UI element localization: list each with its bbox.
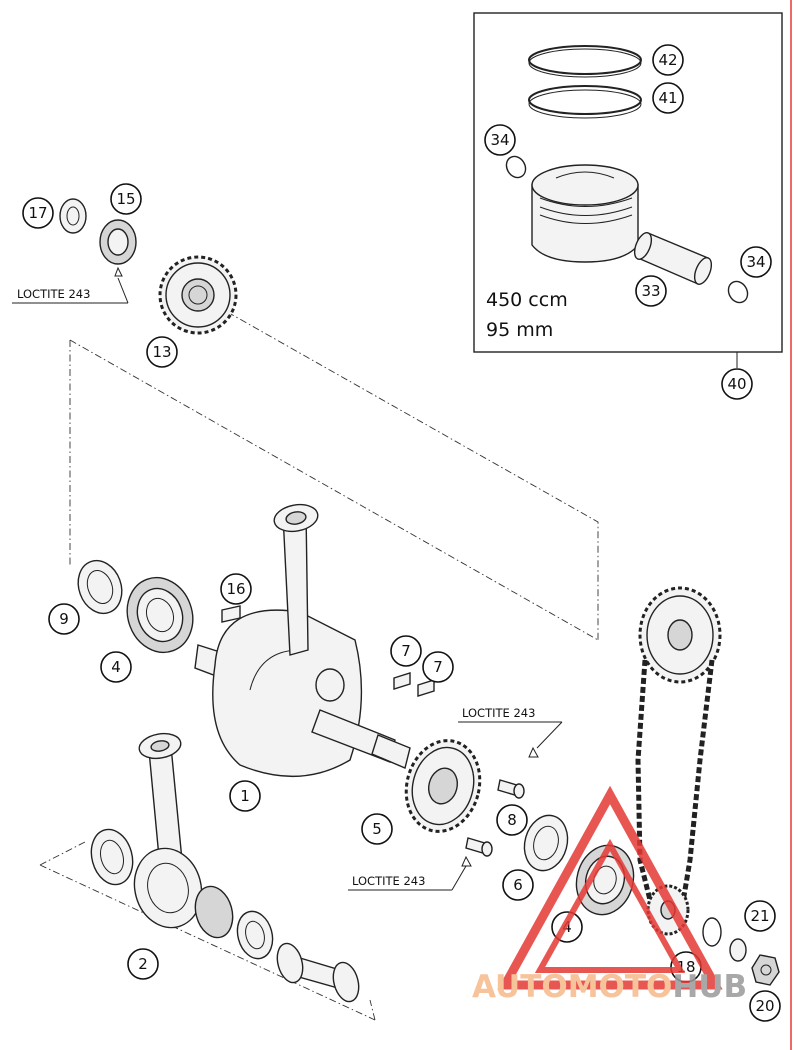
svg-text:41: 41 bbox=[658, 89, 677, 107]
circlip-lower bbox=[727, 280, 749, 304]
dowel-loctite-mid bbox=[528, 746, 539, 758]
callout-2: 2 bbox=[127, 948, 159, 980]
piston-ring-lower bbox=[528, 85, 642, 119]
circlip-upper bbox=[505, 155, 527, 179]
seal-17 bbox=[59, 198, 87, 234]
watermark-text: AUTOMOTOHUB bbox=[472, 969, 747, 1005]
thrust-washer-left bbox=[90, 828, 134, 886]
svg-text:42: 42 bbox=[658, 51, 677, 69]
watermark: AUTOMOTOHUB bbox=[472, 785, 747, 1005]
svg-text:8: 8 bbox=[507, 811, 517, 829]
piston bbox=[531, 164, 639, 263]
svg-text:17: 17 bbox=[28, 204, 47, 222]
woodruff-keys-7 bbox=[393, 672, 435, 697]
svg-text:5: 5 bbox=[372, 820, 382, 838]
svg-text:LOCTITE 243: LOCTITE 243 bbox=[17, 287, 90, 301]
thrust-washer-right bbox=[236, 910, 274, 960]
callout-7-left: 7 bbox=[390, 635, 422, 667]
svg-text:13: 13 bbox=[152, 343, 171, 361]
bolt-8 bbox=[465, 837, 493, 857]
callout-40: 40 bbox=[721, 368, 753, 400]
nut-20 bbox=[751, 954, 780, 986]
callout-16: 16 bbox=[220, 573, 252, 605]
crankshaft bbox=[194, 503, 411, 778]
piston-kit-box: 450 ccm 95 mm bbox=[473, 12, 783, 368]
piston-pin bbox=[633, 232, 713, 285]
svg-text:9: 9 bbox=[59, 610, 69, 628]
svg-text:1: 1 bbox=[240, 787, 250, 805]
callout-6: 6 bbox=[502, 869, 534, 901]
circlip-18 bbox=[702, 917, 722, 947]
callout-17: 17 bbox=[22, 197, 54, 229]
callout-34-top: 34 bbox=[484, 124, 516, 156]
callout-15: 15 bbox=[110, 183, 142, 215]
svg-text:40: 40 bbox=[727, 375, 746, 393]
svg-text:16: 16 bbox=[226, 580, 245, 598]
svg-text:33: 33 bbox=[641, 282, 660, 300]
bolt-upper bbox=[497, 779, 525, 799]
dowel-loctite-bottom bbox=[461, 855, 472, 867]
bore-text: 95 mm bbox=[486, 319, 553, 341]
svg-text:20: 20 bbox=[755, 997, 774, 1015]
cam-sprocket bbox=[638, 586, 722, 684]
svg-text:34: 34 bbox=[746, 253, 765, 271]
gear-13 bbox=[158, 255, 238, 335]
conrod-kit bbox=[90, 732, 360, 1003]
callout-41: 41 bbox=[652, 82, 684, 114]
svg-text:7: 7 bbox=[401, 642, 411, 660]
callout-4-left: 4 bbox=[100, 651, 132, 683]
loctite-label-top-left: LOCTITE 243 bbox=[12, 277, 129, 304]
callout-8: 8 bbox=[496, 804, 528, 836]
assembly-dashed-lines bbox=[39, 304, 599, 1021]
svg-text:21: 21 bbox=[750, 907, 769, 925]
callout-33: 33 bbox=[635, 275, 667, 307]
callout-21: 21 bbox=[744, 900, 776, 932]
dowel-loctite-top bbox=[114, 266, 123, 277]
needle-bearing bbox=[194, 885, 234, 939]
svg-text:2: 2 bbox=[138, 955, 148, 973]
svg-text:15: 15 bbox=[116, 190, 135, 208]
callout-13: 13 bbox=[146, 336, 178, 368]
seal-9 bbox=[77, 559, 123, 615]
svg-text:7: 7 bbox=[433, 658, 443, 676]
displacement-text: 450 ccm bbox=[486, 289, 568, 311]
callout-34-right: 34 bbox=[740, 246, 772, 278]
callout-5: 5 bbox=[361, 813, 393, 845]
washer-6 bbox=[523, 814, 569, 872]
callout-1: 1 bbox=[229, 780, 261, 812]
washer-21 bbox=[729, 938, 747, 962]
svg-text:LOCTITE 243: LOCTITE 243 bbox=[462, 706, 535, 720]
piston-ring-upper bbox=[528, 45, 642, 78]
watermark-triangle-logo bbox=[497, 785, 723, 990]
svg-text:4: 4 bbox=[111, 658, 121, 676]
gear-5 bbox=[404, 739, 482, 833]
svg-text:LOCTITE 243: LOCTITE 243 bbox=[352, 874, 425, 888]
callout-20: 20 bbox=[749, 990, 781, 1022]
loctite-label-mid-right: LOCTITE 243 bbox=[458, 706, 563, 749]
svg-text:6: 6 bbox=[513, 876, 523, 894]
callout-7-right: 7 bbox=[422, 651, 454, 683]
bearing-15 bbox=[99, 219, 137, 265]
loctite-label-bottom: LOCTITE 243 bbox=[348, 865, 467, 891]
callout-42: 42 bbox=[652, 44, 684, 76]
timing-chain bbox=[635, 659, 715, 921]
svg-text:34: 34 bbox=[490, 131, 509, 149]
callout-9: 9 bbox=[48, 603, 80, 635]
bearing-4-left bbox=[126, 576, 194, 654]
